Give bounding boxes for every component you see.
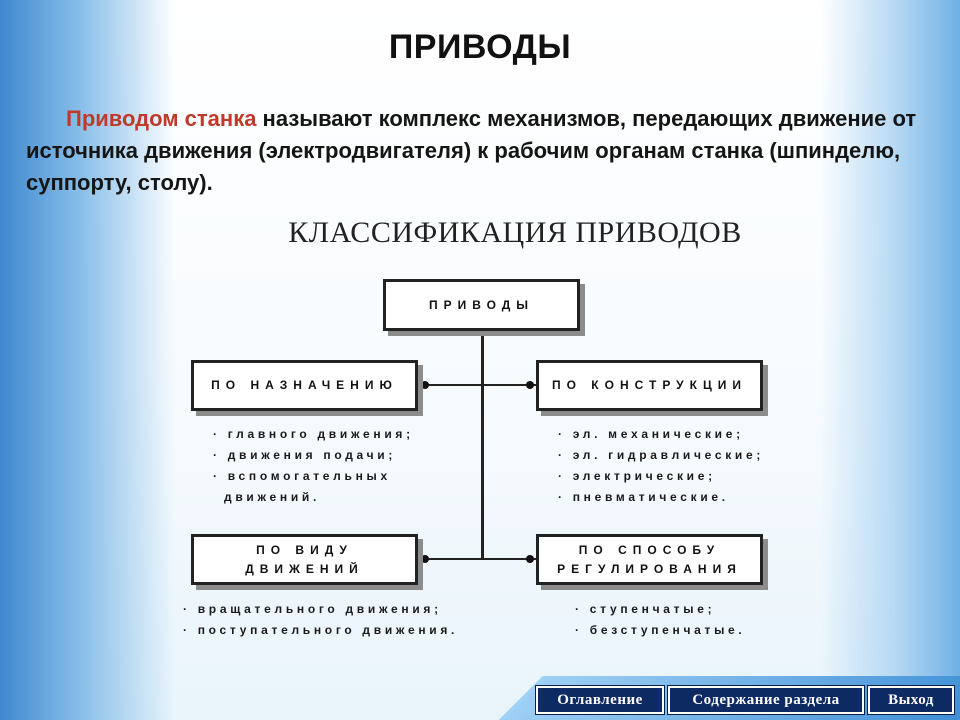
intro-paragraph: Приводом станка называют комплекс механи… bbox=[26, 103, 936, 199]
intro-text: называют комплекс механизмов, передающих… bbox=[26, 106, 917, 195]
node-by-purpose: ПО НАЗНАЧЕНИЮ bbox=[191, 360, 418, 411]
connector-dot bbox=[421, 381, 429, 389]
intro-highlight: Приводом станка bbox=[66, 106, 257, 131]
node-by-motion-label: ПО ВИДУ ДВИЖЕНИЙ bbox=[245, 542, 364, 576]
list-item: · пневматические. bbox=[558, 490, 729, 504]
slide-title: ПРИВОДЫ bbox=[388, 28, 572, 66]
node-by-regulation-label-1: ПО СПОСОБУ bbox=[578, 542, 721, 557]
section-contents-button[interactable]: Содержание раздела bbox=[667, 685, 865, 715]
root-node-label: ПРИВОДЫ bbox=[428, 297, 535, 312]
left-gradient-band bbox=[0, 0, 175, 720]
contents-button[interactable]: Оглавление bbox=[535, 685, 665, 715]
node-by-motion: ПО ВИДУ ДВИЖЕНИЙ bbox=[191, 534, 418, 585]
node-by-regulation: ПО СПОСОБУ РЕГУЛИРОВАНИЯ bbox=[536, 534, 763, 585]
right-gradient-band bbox=[820, 0, 960, 720]
list-item: · движения подачи; bbox=[213, 448, 397, 462]
list-item: · электрические; bbox=[558, 469, 716, 483]
list-by-regulation: · ступенчатые; · безступенчатые. bbox=[575, 599, 745, 641]
node-by-purpose-label: ПО НАЗНАЧЕНИЮ bbox=[211, 378, 398, 392]
list-by-purpose: · главного движения; · движения подачи; … bbox=[213, 424, 414, 508]
node-by-construction: ПО КОНСТРУКЦИИ bbox=[536, 360, 763, 411]
list-item: · эл. механические; bbox=[558, 427, 744, 441]
connector-dot bbox=[421, 555, 429, 563]
connector-dot bbox=[526, 381, 534, 389]
exit-button[interactable]: Выход bbox=[867, 685, 955, 715]
branch-line-top bbox=[418, 384, 536, 386]
node-by-regulation-label-2: РЕГУЛИРОВАНИЯ bbox=[557, 561, 742, 576]
root-node: ПРИВОДЫ bbox=[383, 279, 580, 331]
list-item: · главного движения; bbox=[213, 427, 414, 441]
node-by-construction-label: ПО КОНСТРУКЦИИ bbox=[552, 378, 747, 392]
list-item: · вращательного движения; bbox=[183, 602, 442, 616]
list-by-construction: · эл. механические; · эл. гидравлические… bbox=[558, 424, 764, 508]
list-item: · поступательного движения. bbox=[183, 623, 459, 637]
list-item: · вспомогательных bbox=[213, 469, 391, 483]
branch-line-bottom bbox=[418, 558, 536, 560]
classification-subtitle: КЛАССИФИКАЦИЯ ПРИВОДОВ bbox=[288, 216, 742, 249]
trunk-line bbox=[481, 331, 484, 560]
list-item: · безступенчатые. bbox=[575, 623, 746, 637]
list-item: · ступенчатые; bbox=[575, 602, 716, 616]
list-item: · эл. гидравлические; bbox=[558, 448, 765, 462]
connector-dot bbox=[526, 555, 534, 563]
list-by-motion: · вращательного движения; · поступательн… bbox=[183, 599, 458, 641]
list-item-continuation: движений. bbox=[224, 490, 321, 504]
